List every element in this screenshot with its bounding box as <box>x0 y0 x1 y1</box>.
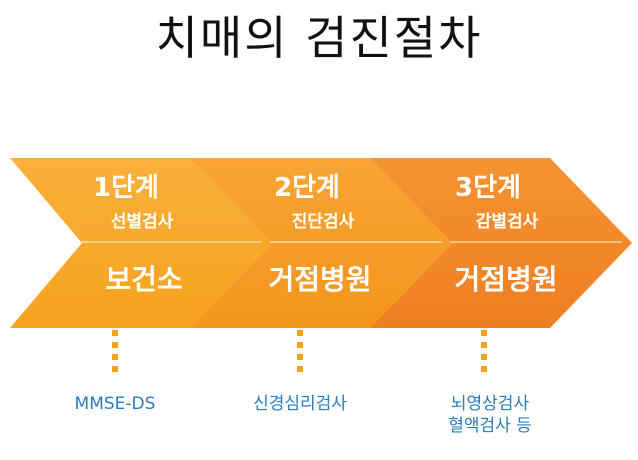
stage-1-tool-line-1: MMSE-DS <box>74 394 156 414</box>
stage-3-test: 감별검사 <box>476 212 539 232</box>
stage-2-test: 진단검사 <box>292 212 355 232</box>
stage-3-chevron: 3단계 감별검사 거점병원 <box>370 158 632 328</box>
stage-2-shape <box>190 158 452 328</box>
stage-1-place: 보건소 <box>105 263 182 296</box>
page-title: 치매의 검진절차 <box>155 11 483 65</box>
stage-3-tool-line-1: 뇌영상검사 <box>450 394 530 414</box>
stage-2-chevron: 2단계 진단검사 거점병원 <box>190 158 452 328</box>
stage-3-place: 거점병원 <box>454 263 557 296</box>
stage-1-test: 선별검사 <box>111 212 174 232</box>
stage-1-step: 1단계 <box>93 173 159 203</box>
stage-2-tool-line-1: 신경심리검사 <box>253 394 347 414</box>
stage-2-step: 2단계 <box>274 173 340 203</box>
stage-3-shape <box>370 158 632 328</box>
stage-2-tool: 신경심리검사 <box>235 393 365 415</box>
stage-3-tool: 뇌영상검사 혈액검사 등 <box>425 393 555 437</box>
stage-1-tool: MMSE-DS <box>55 393 175 415</box>
stage-3-tool-line-2: 혈액검사 등 <box>448 416 532 436</box>
stage-2-place: 거점병원 <box>268 263 371 296</box>
stage-3-step: 3단계 <box>455 173 521 203</box>
stage-1-chevron: 1단계 선별검사 보건소 <box>10 158 272 328</box>
stage-1-shape <box>10 158 272 328</box>
